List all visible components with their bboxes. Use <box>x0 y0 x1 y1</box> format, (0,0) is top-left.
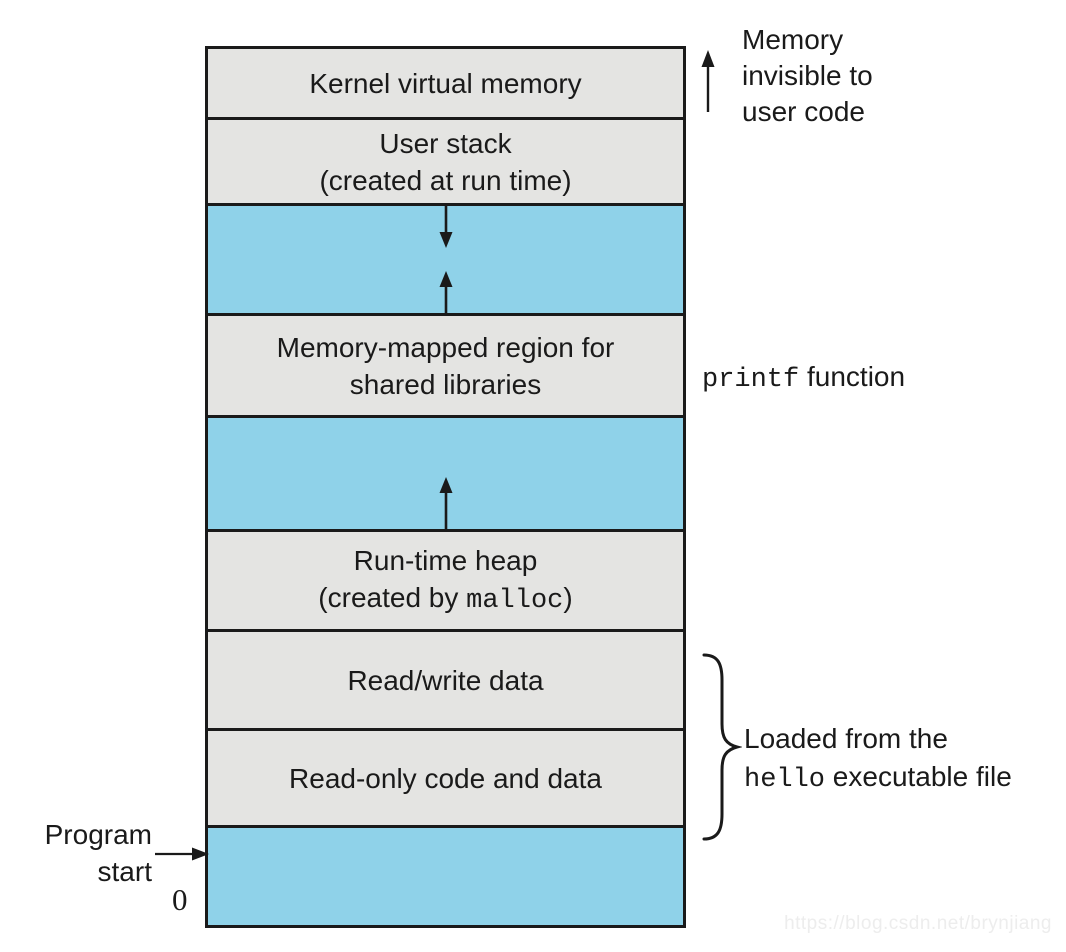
caption-line: Loaded from the <box>744 723 948 754</box>
region-label: Read-only code and data <box>289 762 602 794</box>
region-sublabel: (created by malloc) <box>318 579 572 620</box>
watermark: https://blog.csdn.net/brynjiang <box>784 913 1052 934</box>
memory-region-stack-growth-gap <box>208 206 683 316</box>
region-sublabel: (created at run time) <box>319 164 572 196</box>
caption-line: user code <box>742 96 865 127</box>
memory-region-mmap: Memory-mapped region for shared librarie… <box>208 316 683 418</box>
memory-invisible-caption: Memory invisible to user code <box>742 22 873 130</box>
program-start-caption: Program start <box>20 816 152 890</box>
malloc-code-text: malloc <box>466 585 564 616</box>
memory-region-heap: Run-time heap (created by malloc) <box>208 532 683 632</box>
memory-invisible-up-arrow-icon <box>700 50 716 112</box>
memory-address-space-column: Kernel virtual memory User stack (create… <box>205 46 686 928</box>
caption-line: start <box>97 856 152 887</box>
region-label: Memory-mapped region for <box>276 331 615 363</box>
region-sublabel: shared libraries <box>349 368 542 400</box>
loaded-from-executable-caption: Loaded from the hello executable file <box>744 720 1012 799</box>
memory-region-kernel: Kernel virtual memory <box>208 49 683 120</box>
caption-line: Memory <box>742 24 844 55</box>
printf-function-caption: printf function <box>702 359 905 398</box>
heap-grows-up-arrow-icon <box>438 477 454 529</box>
curly-brace-icon <box>696 652 742 842</box>
caption-line: invisible to <box>742 60 873 91</box>
sublabel-text: (created by <box>318 581 467 613</box>
region-label: Kernel virtual memory <box>309 67 582 99</box>
caption-line: hello executable file <box>744 758 1012 799</box>
region-label: Run-time heap <box>353 544 538 576</box>
caption-text: executable file <box>825 761 1012 792</box>
sublabel-text: ) <box>563 581 573 613</box>
memory-region-read-write-data: Read/write data <box>208 632 683 731</box>
caption-line: Program <box>44 819 152 850</box>
region-label: User stack <box>379 127 512 159</box>
stack-grows-down-arrow-icon <box>438 206 454 248</box>
address-zero-label: 0 <box>172 882 188 917</box>
region-label: Read/write data <box>347 664 544 696</box>
caption-text: function <box>799 361 906 392</box>
memory-region-read-only: Read-only code and data <box>208 731 683 828</box>
memory-region-heap-growth-gap <box>208 418 683 532</box>
memory-region-user-stack: User stack (created at run time) <box>208 120 683 206</box>
hello-code-text: hello <box>744 765 826 795</box>
mmap-grows-up-arrow-icon <box>438 271 454 313</box>
printf-code-text: printf <box>702 365 800 395</box>
program-start-arrow-icon <box>155 846 209 862</box>
memory-region-bottom-reserved <box>208 828 683 925</box>
